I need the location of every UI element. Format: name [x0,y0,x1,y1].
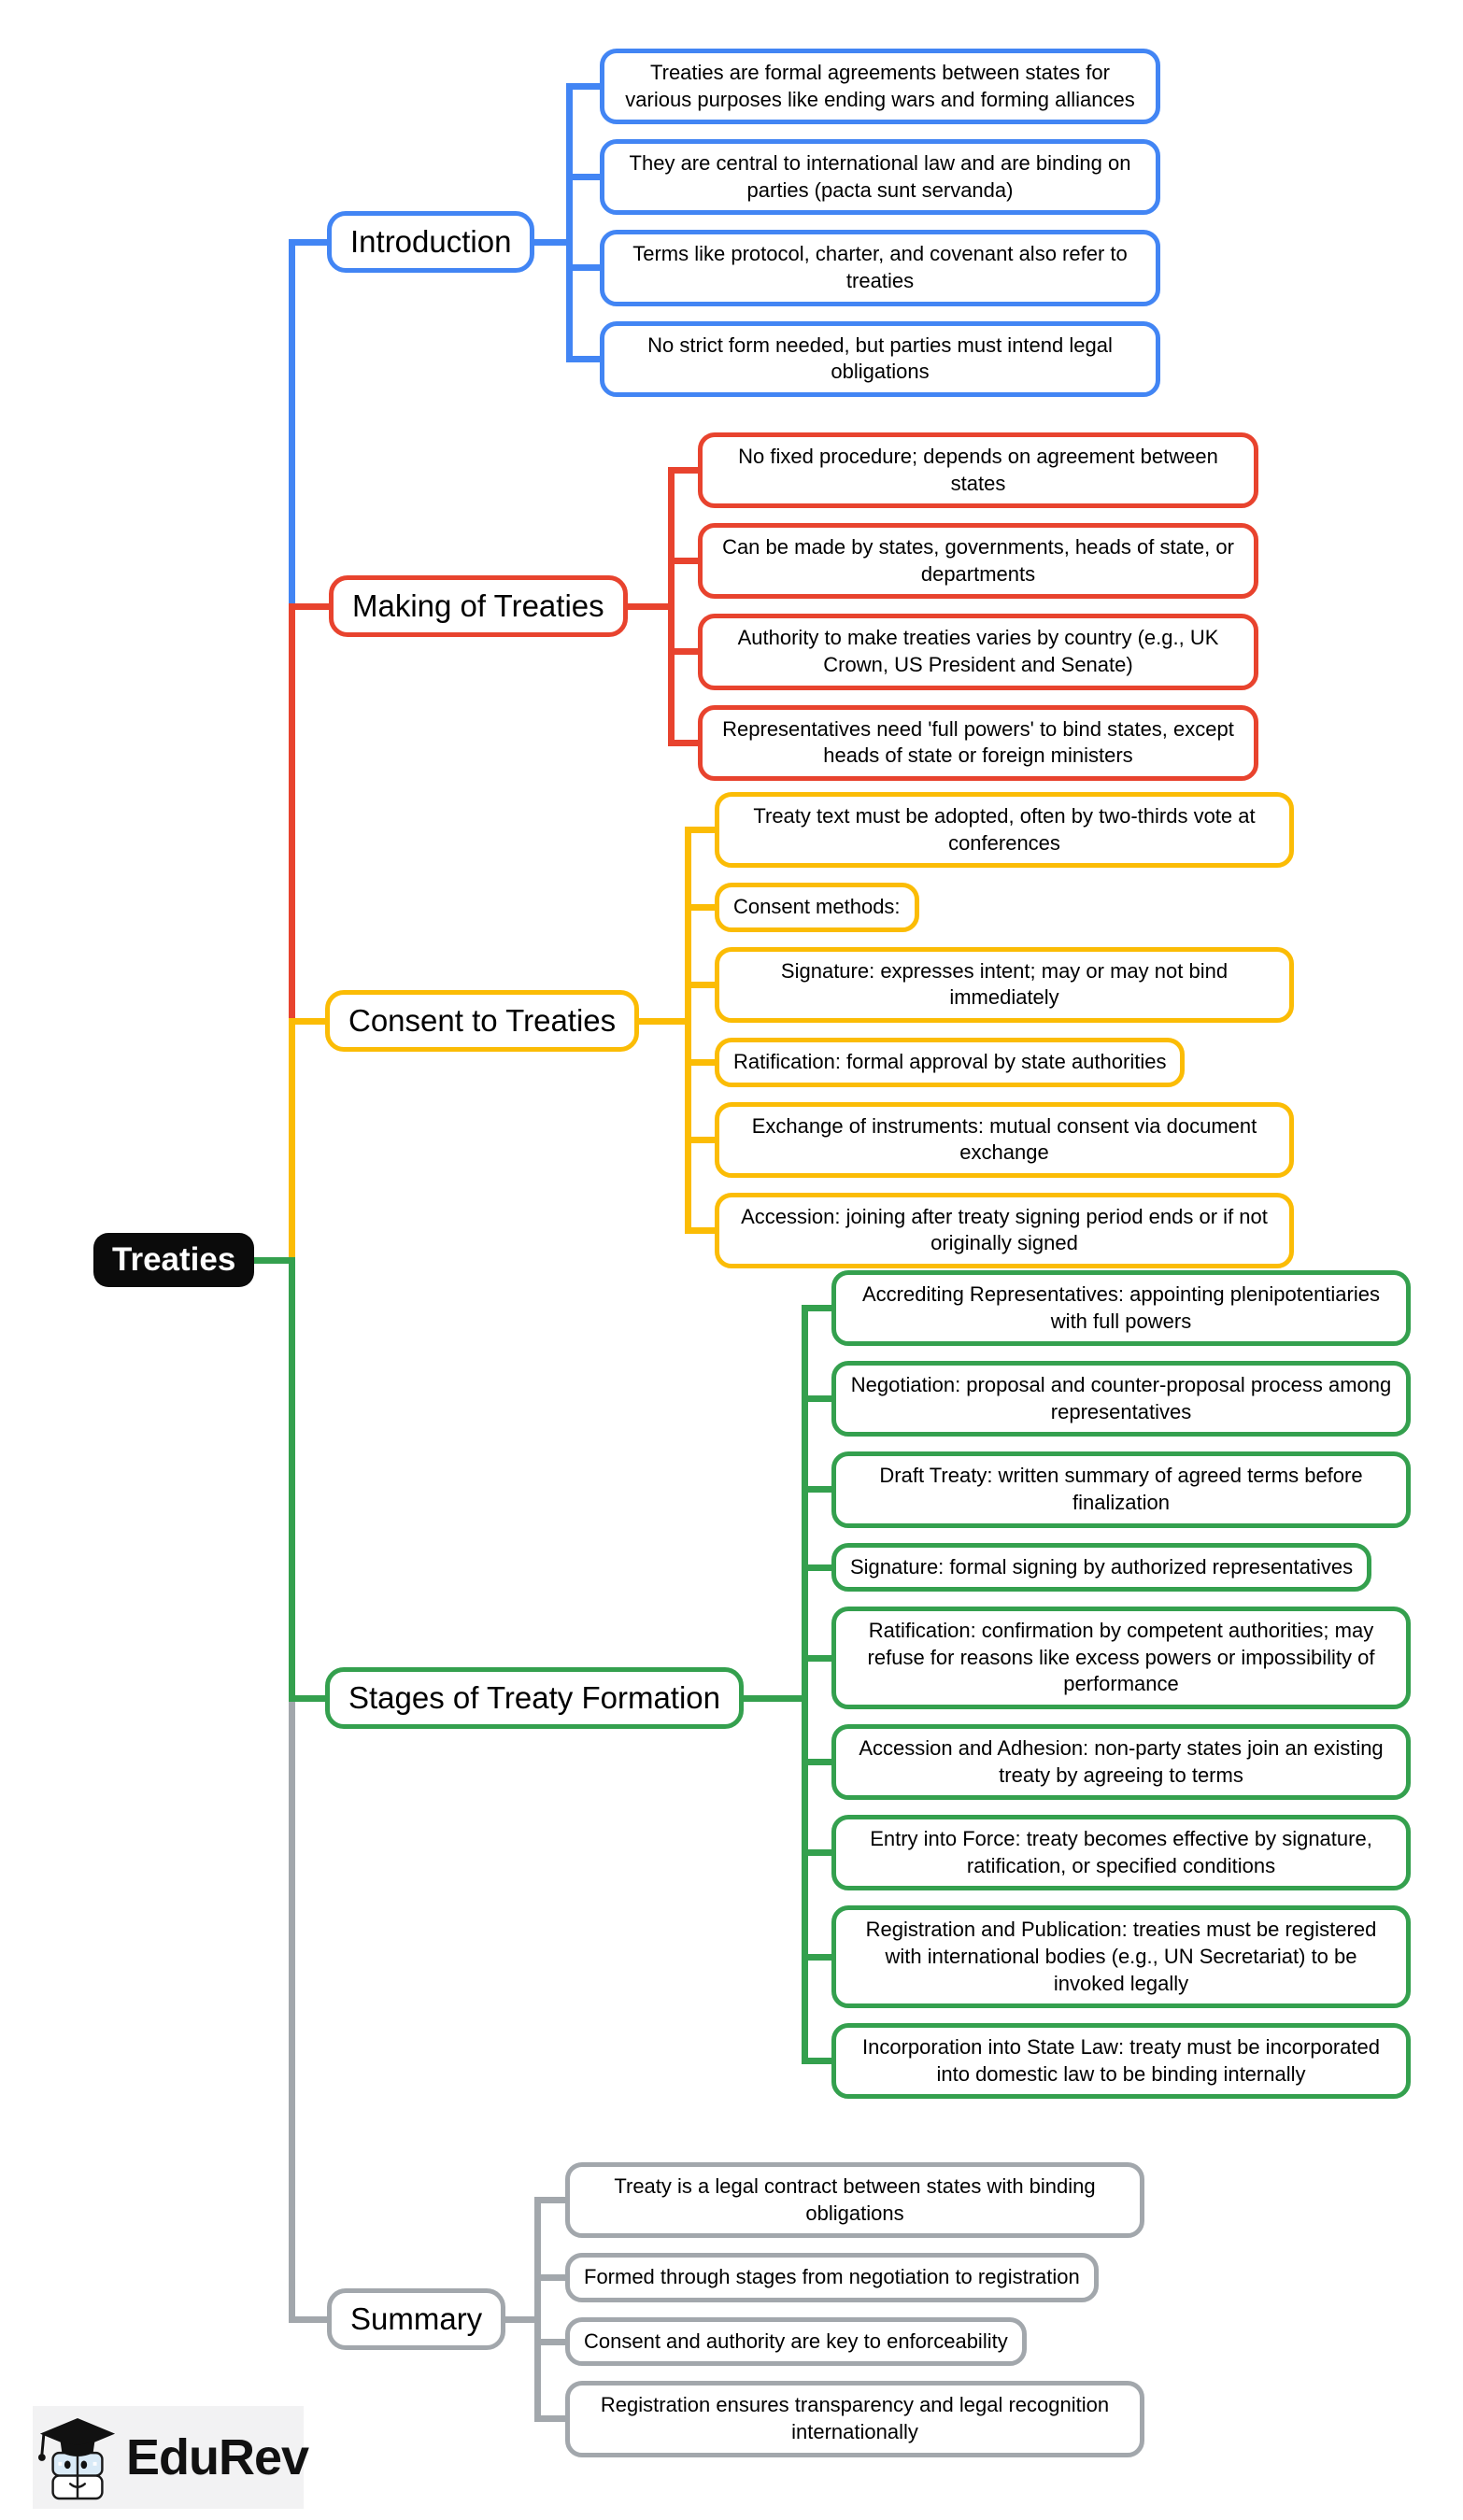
mindmap-node: Consent and authority are key to enforce… [565,2316,1027,2367]
connector-line [802,1305,808,2064]
mindmap-node: Authority to make treaties varies by cou… [698,614,1258,690]
connector-line [685,1227,718,1234]
branch-label-summary: Summary [327,2288,506,2350]
connector-line [685,827,718,833]
connector-line [534,2415,569,2422]
branch-label-making-of-treaties: Making of Treaties [329,575,628,637]
mindmap-node: Ratification: confirmation by competent … [831,1607,1411,1709]
connector-line [566,83,573,362]
connector-line [740,1694,808,1702]
connector-line [802,1564,835,1571]
connector-line [250,1256,295,1264]
connector-line [802,1849,835,1856]
connector-line [534,2339,569,2345]
connector-line [289,2315,331,2323]
connector-line [668,740,702,746]
mindmap-node: Treaties are formal agreements between s… [600,49,1160,125]
connector-line [802,1953,835,1961]
mindmap-node: Registration ensures transparency and le… [565,2381,1144,2457]
connector-line [502,2315,541,2323]
mindmap-node: They are central to international law an… [600,139,1160,216]
connector-line [566,356,604,362]
connector-line [289,1018,295,1264]
mindmap-node: No strict form needed, but parties must … [600,320,1160,397]
branch-children-consent-to-treaties: Treaty text must be adopted, often by tw… [715,792,1294,1268]
connector-line [289,1017,329,1025]
connector-line [534,2197,569,2203]
mindmap-node: Treaty is a legal contract between state… [565,2162,1144,2239]
connector-line [531,238,573,246]
mindmap-node: Terms like protocol, charter, and covena… [600,230,1160,306]
mindmap-node: Treaty text must be adopted, often by tw… [715,792,1294,869]
connector-line [289,239,295,609]
mindmap-node: Signature: expresses intent; may or may … [715,946,1294,1023]
connector-line [289,602,333,610]
root-node: Treaties [93,1233,255,1287]
connector-line [289,238,331,246]
connector-line [802,1486,835,1493]
connector-line [289,1694,329,1702]
connector-line [289,1258,295,1701]
edurev-wordmark: EduRev [126,2429,309,2485]
mindmap-node: Can be made by states, governments, head… [698,523,1258,600]
connector-line [566,264,604,271]
branch-label-consent-to-treaties: Consent to Treaties [325,990,640,1052]
mindmap-node: Accession: joining after treaty signing … [715,1192,1294,1268]
connector-line [802,1759,835,1765]
connector-line [566,174,604,180]
branch-children-stages: Accrediting Representatives: appointing … [831,1270,1411,2100]
branch-children-introduction: Treaties are formal agreements between s… [600,49,1160,397]
mindmap-node: Accession and Adhesion: non-party states… [831,1723,1411,1801]
branch-children-summary: Treaty is a legal contract between state… [565,2162,1144,2457]
connector-line [635,1017,691,1025]
edurev-logo-icon [36,2412,119,2503]
mindmap-node: Ratification: formal approval by state a… [715,1037,1186,1087]
mindmap-node: Exchange of instruments: mutual consent … [715,1101,1294,1178]
edurev-logo[interactable]: EduRev [33,2406,309,2509]
branch-label-introduction: Introduction [327,211,535,273]
mindmap-node: Entry into Force: treaty becomes effecti… [831,1815,1411,1891]
connector-line [668,467,702,474]
mindmap-node: Registration and Publication: treaties m… [831,1905,1411,2009]
mindmap-node: Formed through stages from negotiation t… [565,2253,1099,2302]
connector-line [685,1137,718,1143]
connector-line [534,2197,541,2422]
mindmap-node: Incorporation into State Law: treaty mus… [831,2023,1411,2100]
connector-line [685,982,718,988]
connector-line [802,1654,835,1662]
connector-line [685,904,718,911]
connector-line [685,827,691,1234]
connector-line [624,602,675,610]
connector-line [668,648,702,655]
connector-line [802,1395,835,1402]
mindmap-node: Draft Treaty: written summary of agreed … [831,1451,1411,1528]
connector-line [289,1695,295,2322]
connector-line [802,2058,835,2064]
mindmap-node: Accrediting Representatives: appointing … [831,1270,1411,1347]
connector-line [685,1059,718,1066]
connector-line [566,83,604,90]
branch-children-making-of-treaties: No fixed procedure; depends on agreement… [698,432,1258,781]
connector-line [289,603,295,1024]
branch-label-stages-of-treaty-formation: Stages of Treaty Formation [325,1667,745,1729]
connector-line [802,1305,835,1311]
mindmap-node: Negotiation: proposal and counter-propos… [831,1361,1411,1437]
connector-line [668,558,702,564]
connector-line [668,467,675,746]
mindmap-node: Signature: formal signing by authorized … [831,1542,1372,1593]
connector-line [534,2274,569,2281]
mindmap-node: No fixed procedure; depends on agreement… [698,432,1258,509]
mindmap-node: Representatives need 'full powers' to bi… [698,704,1258,781]
mindmap-node: Consent methods: [715,883,919,932]
